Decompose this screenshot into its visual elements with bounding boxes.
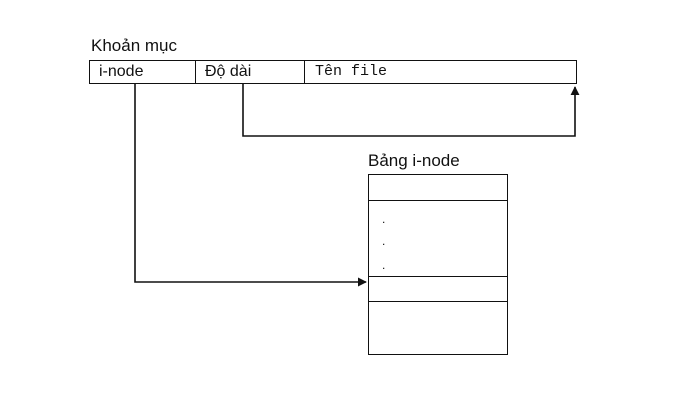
ellipsis-dot: . xyxy=(382,258,386,272)
ellipsis-dot: . xyxy=(382,234,386,248)
field-length: Độ dài xyxy=(196,61,305,83)
inode-pointer-arrow xyxy=(134,84,367,287)
length-pointer-arrow xyxy=(242,84,580,137)
inode-table: . . . xyxy=(368,174,508,355)
directory-title: Khoản mục xyxy=(91,36,177,55)
inode-table-title: Bảng i-node xyxy=(368,151,460,170)
field-filename: Tên file xyxy=(315,63,388,80)
field-inode: i-node xyxy=(90,61,196,83)
ellipsis-dot: . xyxy=(382,212,386,226)
inode-row-ellipsis: . . . xyxy=(369,201,507,277)
inode-row-target xyxy=(369,277,507,302)
inode-row-first xyxy=(369,175,507,201)
directory-entry-table: i-node Độ dài Tên file xyxy=(89,60,577,84)
